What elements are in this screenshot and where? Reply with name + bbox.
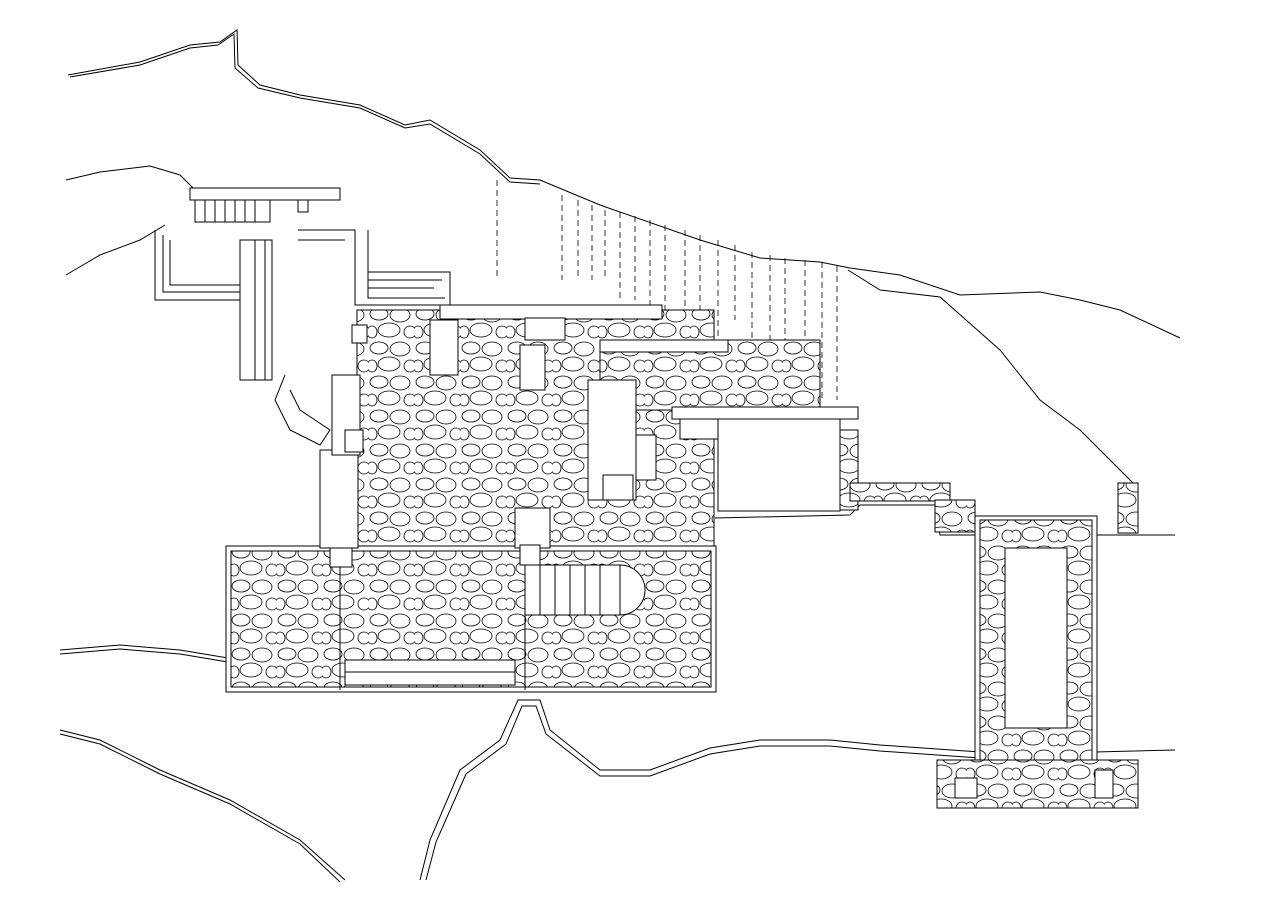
stream-bank-lower-2 (425, 705, 981, 881)
stream-bank-lower (419, 699, 981, 881)
slope-line-left-upper (65, 165, 196, 191)
upper-stair-treads (204, 200, 256, 222)
slope-line-right (847, 269, 1136, 486)
upper-stair (194, 199, 271, 223)
stair-curve (619, 564, 646, 616)
column (514, 507, 551, 549)
stream-bank-right (1094, 749, 1176, 753)
ridge-line-top-inner (69, 33, 541, 185)
guest-bridge (189, 187, 341, 201)
rock-outcrop (274, 374, 331, 446)
stream-bank-lower-left (59, 729, 346, 881)
stair-treads (539, 565, 601, 615)
chimney-mass (429, 319, 459, 376)
house-plan (154, 187, 1139, 809)
stream-bank-left (59, 644, 229, 659)
slope-line-left-mid (65, 224, 166, 276)
west-wall (319, 449, 359, 549)
stream-bank-lower-left-2 (59, 733, 341, 883)
north-wing (239, 239, 273, 381)
stream-bank-left-2 (59, 648, 229, 663)
east-wall (849, 482, 951, 502)
ridge-line-top (67, 29, 1181, 339)
covered-walkway (154, 230, 240, 301)
lower-stair (524, 564, 621, 616)
bridge-opening (1004, 547, 1068, 729)
east-terrace (671, 406, 859, 420)
